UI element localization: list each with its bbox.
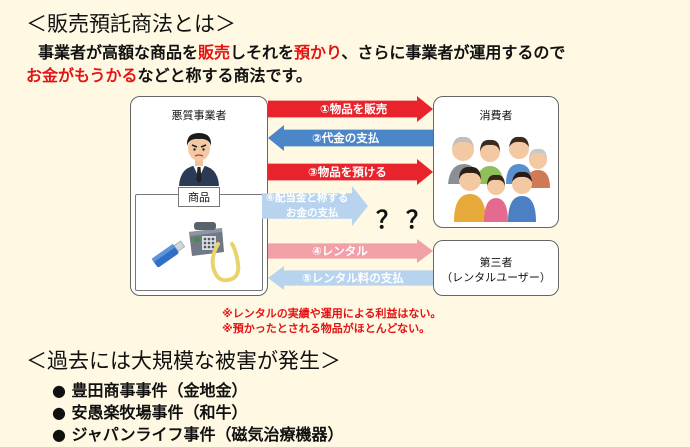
intro-highlight-sell: 販売 xyxy=(198,43,231,62)
intro-text: しそれを xyxy=(230,43,295,62)
arrow-dividend-label: ⑥配当金と称する xyxy=(266,192,349,204)
intro-highlight-profit: お金がもうかる xyxy=(26,66,138,85)
third-party-label: 第三者 xyxy=(479,256,513,269)
consumer-label: 消費者 xyxy=(479,109,513,122)
damage-heading: ＜過去には大規模な被害が発生＞ xyxy=(26,349,341,373)
arrow-rental-fee-label: ⑤レンタル料の支払 xyxy=(302,271,404,285)
third-party-box xyxy=(433,240,559,296)
arrow-deposit: ③物品を預ける xyxy=(268,159,433,185)
intro-text: 、さらに事業者が運用するので xyxy=(341,43,566,62)
case-item: ● ジャパンライフ事件（磁気治療機器） xyxy=(52,425,344,444)
intro-line-2: お金がもうかるなどと称する商法です。 xyxy=(26,65,312,87)
third-party-sublabel: （レンタルユーザー） xyxy=(441,271,551,284)
note-no-profit: ※レンタルの実績や運用による利益はない。 xyxy=(222,307,442,320)
arrow-dividend-shape xyxy=(262,186,368,226)
question-marks: ？？ xyxy=(376,206,436,234)
necklace-icon xyxy=(210,242,241,283)
section-heading: ＜販売預託商法とは＞ xyxy=(26,12,236,36)
arrow-rental-fee: ⑤レンタル料の支払 xyxy=(268,266,433,290)
arrow-dividend-label: お金の支払 xyxy=(286,207,339,219)
goods-label: 商品 xyxy=(178,187,220,207)
note-no-goods: ※預かったとされる物品がほとんどない。 xyxy=(222,322,431,335)
case-item: ● 安愚楽牧場事件（和牛） xyxy=(52,403,248,422)
arrow-sell: ①物品を販売 xyxy=(268,96,433,122)
arrow-rental: ④レンタル xyxy=(268,239,433,263)
arrow-sell-label: ①物品を販売 xyxy=(320,102,388,116)
arrow-deposit-label: ③物品を預ける xyxy=(308,165,387,179)
arrow-rental-shape xyxy=(268,239,433,263)
arrow-sell-shape xyxy=(268,96,433,122)
arrow-rental-fee-shape xyxy=(268,266,433,290)
intro-highlight-deposit: 預かり xyxy=(294,43,342,62)
arrow-payment: ②代金の支払 xyxy=(268,125,433,151)
arrow-deposit-shape xyxy=(268,159,433,185)
arrow-payment-shape xyxy=(268,125,433,151)
intro-text: などと称する商法です。 xyxy=(137,66,312,85)
arrow-payment-label: ②代金の支払 xyxy=(312,131,380,145)
usb-stick-icon xyxy=(151,240,186,268)
businessman-icon xyxy=(179,133,219,186)
arrow-rental-label: ④レンタル xyxy=(312,244,368,258)
arrow-dividend: ⑥配当金と称するお金の支払 xyxy=(262,186,368,226)
family-group-icon xyxy=(448,136,550,222)
bad-operator-label: 悪質事業者 xyxy=(171,109,227,122)
intro-text: 事業者が高額な商品を xyxy=(38,43,199,62)
case-item: ● 豊田商事事件（金地金） xyxy=(52,381,248,400)
intro-line-1: 事業者が高額な商品を販売しそれを預かり、さらに事業者が運用するので xyxy=(38,42,565,64)
